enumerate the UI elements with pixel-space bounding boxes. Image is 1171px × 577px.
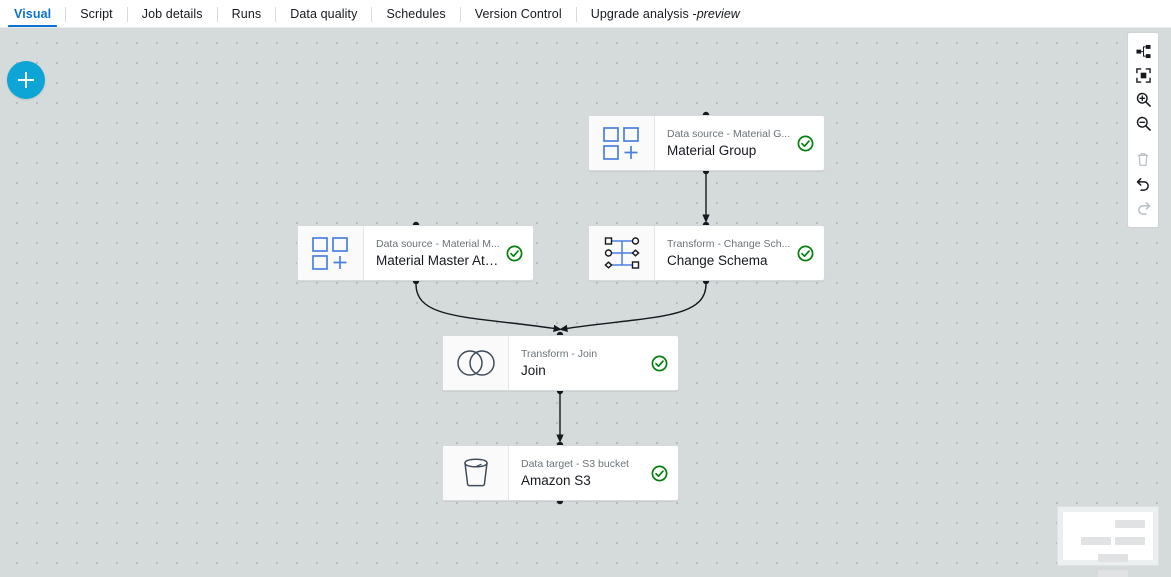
tab-data-quality[interactable]: Data quality [276,0,371,28]
minimap-node-marker [1115,520,1145,528]
tab-bar: Visual Script Job details Runs Data quality S… [0,0,1171,28]
node-texts: Transform - Change Sch... Change Schema [667,238,791,269]
node-type-label: Transform - Join [521,347,598,360]
node-texts: Data source - Material G... Material Grou… [667,128,791,159]
tab-label: Schedules [386,7,446,21]
node-body: Transform - Change Sch... Change Schema [655,226,824,280]
delete-icon [1128,147,1158,171]
tab-separator [275,6,277,22]
tab-separator [65,6,67,22]
tab-schedules[interactable]: Schedules [372,0,459,28]
join-icon [443,336,509,390]
tab-separator [371,6,373,22]
auto-layout-icon[interactable] [1128,39,1158,63]
minimap[interactable] [1057,506,1159,577]
node-type-label: Data source - Material G... [667,127,791,140]
change-schema-icon [589,226,655,280]
graph-node-change-schema[interactable]: Transform - Change Sch... Change Schema [588,225,825,281]
edge-change-schema-to-join [556,277,710,339]
redo-icon [1128,195,1158,219]
add-node-button[interactable] [7,61,45,99]
tab-label: Script [80,7,113,21]
tab-separator [459,6,461,22]
tab-label: Visual [14,7,52,21]
minimap-viewport [1063,512,1153,577]
fit-to-screen-icon[interactable] [1128,63,1158,87]
node-title: Amazon S3 [521,472,591,488]
node-body: Data source - Material G... Material Grou… [655,116,824,170]
tab-suffix-badge: preview [696,7,740,21]
tab-label: Upgrade analysis - [590,7,697,21]
tab-job-details[interactable]: Job details [128,0,217,28]
minimap-node-marker [1115,537,1145,545]
data-source-icon [298,226,364,280]
zoom-out-icon[interactable] [1128,111,1158,135]
data-source-icon [589,116,655,170]
node-title: Change Schema [667,252,768,268]
canvas-toolbar [1128,33,1158,227]
tab-label: Job details [141,7,203,21]
undo-icon[interactable] [1128,171,1158,195]
job-graph-canvas[interactable]: Data source - Material G... Material Grou… [0,28,1171,577]
tab-separator [216,6,218,22]
minimap-node-marker [1081,537,1111,545]
tab-version-control[interactable]: Version Control [461,0,576,28]
graph-node-material-group[interactable]: Data source - Material G... Material Grou… [588,115,825,171]
node-title: Material Master Attri... [376,252,500,268]
s3-bucket-icon [443,446,509,500]
node-type-label: Data target - S3 bucket [521,457,629,470]
tab-script[interactable]: Script [66,0,127,28]
tab-label: Data quality [290,7,358,21]
tab-separator [126,6,128,22]
minimap-node-marker [1098,554,1128,562]
node-title: Join [521,362,546,378]
node-type-label: Data source - Material M... [376,237,500,250]
minimap-node-marker [1098,570,1128,577]
tab-label: Version Control [474,7,562,21]
zoom-in-icon[interactable] [1128,87,1158,111]
tab-runs[interactable]: Runs [218,0,276,28]
node-status-valid-icon [651,355,668,372]
tab-visual[interactable]: Visual [0,0,65,28]
node-status-valid-icon [797,245,814,262]
graph-node-material-master-attributes[interactable]: Data source - Material M... Material Mast… [297,225,534,281]
tab-separator [575,6,577,22]
node-texts: Data source - Material M... Material Mast… [376,238,500,269]
tab-bar-divider [0,27,1171,28]
node-status-valid-icon [797,135,814,152]
node-status-valid-icon [651,465,668,482]
node-body: Data source - Material M... Material Mast… [364,226,533,280]
node-title: Material Group [667,142,757,158]
tab-upgrade-analysis[interactable]: Upgrade analysis - preview [577,0,754,28]
plus-icon [18,72,34,88]
node-status-valid-icon [506,245,523,262]
node-type-label: Transform - Change Sch... [667,237,791,250]
tab-label: Runs [231,7,262,21]
